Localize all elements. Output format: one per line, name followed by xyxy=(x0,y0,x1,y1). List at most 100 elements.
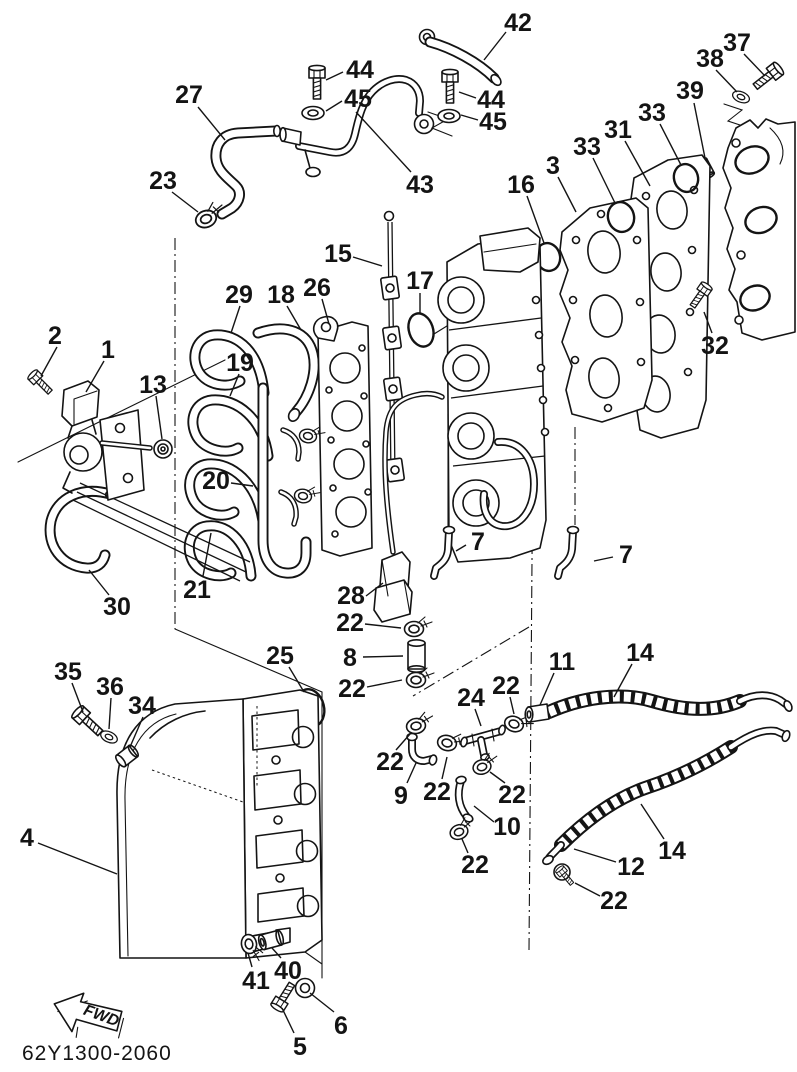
diagram-part-code: 62Y1300-2060 xyxy=(22,1042,172,1065)
part-38-washer xyxy=(730,88,752,106)
callout-18: 18 xyxy=(267,281,295,309)
callout-24: 24 xyxy=(457,684,485,712)
callout-26: 26 xyxy=(303,274,331,302)
callout-19: 19 xyxy=(226,349,254,377)
part-22-clamp-3 xyxy=(403,710,436,736)
callout-37: 37 xyxy=(723,29,751,57)
part-17-oring xyxy=(407,312,435,348)
part-10-hose xyxy=(454,775,474,823)
callout-7: 7 xyxy=(471,528,485,556)
callout-7: 7 xyxy=(619,541,633,569)
leader-line xyxy=(474,708,482,727)
leader-line xyxy=(743,53,766,77)
part-3-gasket-plate xyxy=(559,197,653,423)
callout-39: 39 xyxy=(676,77,704,105)
leader-line xyxy=(309,992,335,1013)
part-22-clamp-7 xyxy=(445,814,479,843)
leader-line xyxy=(557,176,577,213)
leader-line xyxy=(229,373,240,397)
part-45-washer-left xyxy=(301,105,325,121)
callout-22: 22 xyxy=(338,675,366,703)
callout-12: 12 xyxy=(617,853,645,881)
leader-line xyxy=(85,360,105,393)
leader-line xyxy=(230,482,254,487)
leader-line xyxy=(539,672,555,706)
leader-line xyxy=(129,716,144,748)
part-33-oring-right xyxy=(672,162,700,194)
leader-line xyxy=(624,140,651,187)
callout-11: 11 xyxy=(549,648,576,676)
leader-line xyxy=(286,305,302,331)
callout-38: 38 xyxy=(696,45,724,73)
part-15-link-rod xyxy=(380,210,405,483)
leader-line xyxy=(455,544,467,552)
part-34-collar xyxy=(114,744,140,768)
leader-line xyxy=(441,756,448,780)
leader-line xyxy=(509,696,515,715)
callout-15: 15 xyxy=(324,240,352,268)
callout-25: 25 xyxy=(266,642,294,670)
part-44-bolt-right xyxy=(441,68,459,104)
leader-line xyxy=(37,842,118,875)
leader-line xyxy=(197,106,226,141)
leader-line xyxy=(155,395,163,440)
callout-44: 44 xyxy=(477,86,505,114)
leader-line xyxy=(355,111,412,173)
leader-line xyxy=(592,157,616,204)
callout-35: 35 xyxy=(54,658,82,686)
part-22-clamp-1 xyxy=(403,616,433,638)
leader-line xyxy=(395,733,411,751)
leader-line xyxy=(321,298,330,325)
part-24-t-fitting xyxy=(460,724,506,761)
leader-line xyxy=(715,69,738,93)
part-42-fuel-hose xyxy=(418,28,502,87)
callout-23: 23 xyxy=(149,167,177,195)
leader-line xyxy=(483,31,507,61)
leader-line xyxy=(366,679,403,688)
leader-line xyxy=(574,882,601,897)
callout-9: 9 xyxy=(394,782,408,810)
callout-6: 6 xyxy=(334,1012,348,1040)
part-7-hose-left xyxy=(430,525,456,580)
callout-30: 30 xyxy=(103,593,131,621)
leader-line xyxy=(613,663,633,698)
callout-22: 22 xyxy=(461,851,489,879)
callout-28: 28 xyxy=(337,582,365,610)
leader-line xyxy=(40,346,58,377)
callout-27: 27 xyxy=(175,81,203,109)
leader-line xyxy=(247,952,253,968)
leader-line xyxy=(202,532,212,577)
part-40-collar xyxy=(257,929,285,951)
part-4-intake-silencer xyxy=(116,689,323,959)
leader-line xyxy=(473,805,495,823)
leader-line xyxy=(325,71,344,81)
part-13-grommet xyxy=(153,439,173,459)
leader-line xyxy=(325,100,343,112)
callout-41: 41 xyxy=(242,967,270,995)
callout-42: 42 xyxy=(504,9,532,37)
callout-33: 33 xyxy=(638,99,666,127)
callout-8: 8 xyxy=(343,644,357,672)
part-9-elbow-hose xyxy=(406,732,438,766)
leader-line xyxy=(526,195,545,244)
fwd-arrow: FWD xyxy=(53,992,125,1039)
callout-34: 34 xyxy=(128,692,156,720)
part-11-hose-fitting xyxy=(524,703,550,723)
callout-1: 1 xyxy=(101,336,115,364)
callout-22: 22 xyxy=(423,778,451,806)
leader-line xyxy=(365,582,384,597)
callout-22: 22 xyxy=(498,781,526,809)
part-12-hose-end xyxy=(542,841,577,888)
callout-45: 45 xyxy=(479,108,507,136)
callout-40: 40 xyxy=(274,957,302,985)
leader-line xyxy=(693,102,706,159)
part-7-hose-right xyxy=(554,525,580,580)
callout-45: 45 xyxy=(344,85,372,113)
callout-4: 4 xyxy=(20,824,34,852)
part-hose-loops xyxy=(183,323,320,582)
part-5-bolt xyxy=(269,979,299,1015)
part-6-nut xyxy=(294,977,316,999)
leader-line xyxy=(352,256,383,267)
part-27-breather-hose xyxy=(210,124,282,220)
